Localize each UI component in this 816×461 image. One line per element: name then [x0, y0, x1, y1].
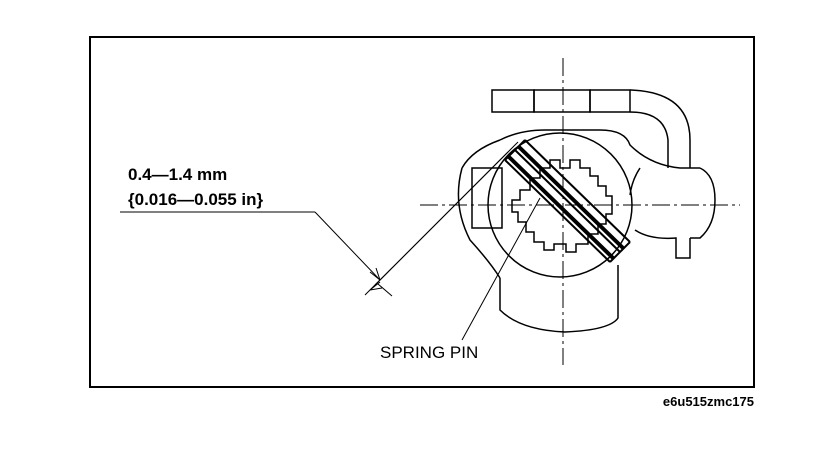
spring-pin-leader: [461, 197, 541, 341]
center-lines: [420, 58, 740, 365]
top-bracket: [491, 89, 691, 168]
figure-frame: [89, 36, 755, 388]
dimension-in-label: {0.016—0.055 in}: [128, 190, 264, 209]
housing-body: [457, 129, 716, 333]
figure-code: e6u515zmc175: [663, 394, 754, 409]
spring-pin: [504, 139, 631, 263]
spring-pin-label: SPRING PIN: [380, 343, 478, 362]
dimension-lines: [120, 141, 519, 297]
dimension-mm-label: 0.4—1.4 mm: [128, 165, 227, 184]
